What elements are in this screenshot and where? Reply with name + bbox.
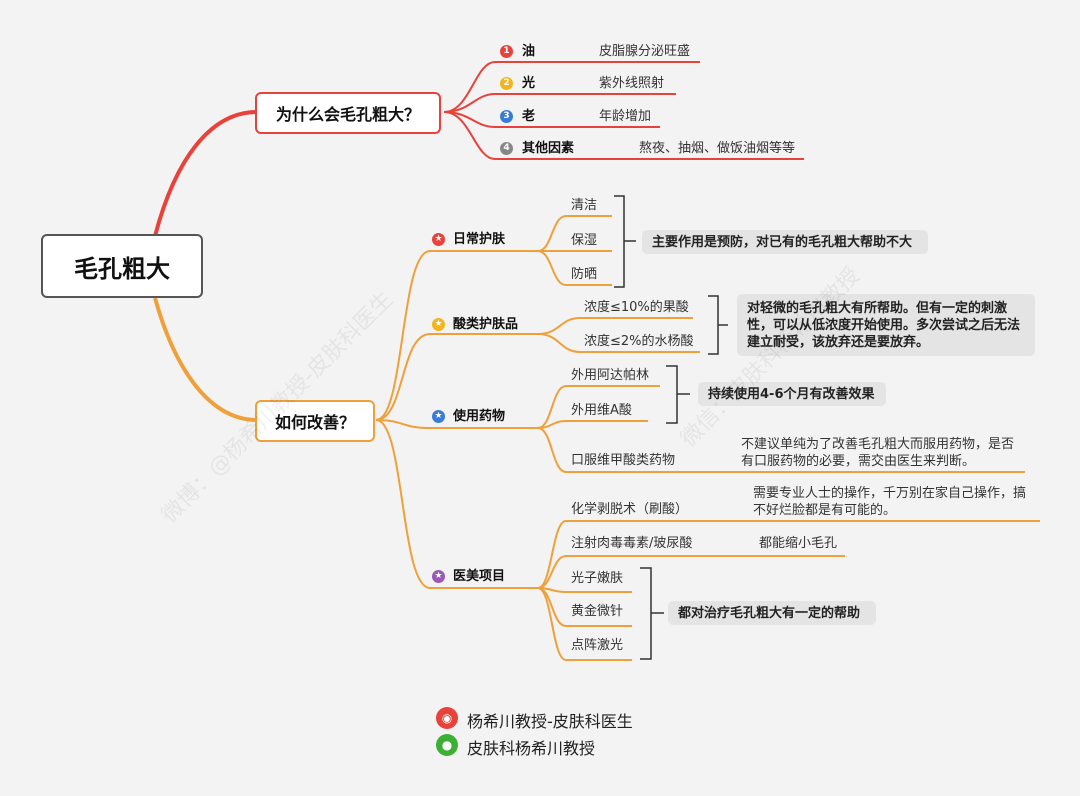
daily-note: 主要作用是预防，对已有的毛孔粗大帮助不大 bbox=[642, 230, 928, 254]
cosmetic-item-injection[interactable]: 注射肉毒毒素/玻尿酸 bbox=[571, 536, 693, 551]
cosmetic-item-fractional-laser[interactable]: 点阵激光 bbox=[571, 638, 624, 653]
drug-item-oral-retinoid[interactable]: 口服维甲酸类药物 bbox=[571, 453, 676, 468]
wechat-icon: ● bbox=[436, 734, 458, 756]
number-2-icon: 2 bbox=[500, 77, 513, 90]
why-item-age[interactable]: 老 bbox=[522, 109, 536, 124]
footer-wechat-account[interactable]: 皮肤科杨希川教授 bbox=[467, 739, 596, 758]
peel-note-line-2: 不好烂脸都是有可能的。 bbox=[753, 503, 897, 518]
drug-item-tretinoin[interactable]: 外用维A酸 bbox=[571, 403, 632, 418]
how-daily-care[interactable]: 日常护肤 bbox=[453, 232, 506, 247]
how-cosmetic-procedures[interactable]: 医美项目 bbox=[453, 569, 506, 584]
star-icon: ★ bbox=[432, 318, 445, 331]
why-item-other-desc: 熬夜、抽烟、做饭油烟等等 bbox=[639, 141, 796, 156]
root-topic[interactable]: 毛孔粗大 bbox=[41, 234, 203, 298]
peel-note-line-1: 需要专业人士的操作，千万别在家自己操作，搞 bbox=[753, 486, 1027, 501]
daily-item-sunscreen[interactable]: 防晒 bbox=[571, 267, 598, 282]
weibo-icon: ◉ bbox=[436, 707, 458, 729]
acid-note: 对轻微的毛孔粗大有所帮助。但有一定的刺激性，可以从低浓度开始使用。多次尝试之后无… bbox=[737, 294, 1035, 356]
daily-item-moisturize[interactable]: 保湿 bbox=[571, 233, 598, 248]
why-item-oil[interactable]: 油 bbox=[522, 44, 536, 59]
daily-item-cleanse[interactable]: 清洁 bbox=[571, 198, 598, 213]
topic-how[interactable]: 如何改善？ bbox=[255, 400, 375, 442]
number-4-icon: 4 bbox=[500, 142, 513, 155]
footer-weibo-account[interactable]: 杨希川教授-皮肤科医生 bbox=[467, 712, 633, 731]
number-3-icon: 3 bbox=[500, 110, 513, 123]
cosmetic-item-chemical-peel[interactable]: 化学剥脱术（刷酸） bbox=[571, 502, 689, 517]
drug-item-adapalene[interactable]: 外用阿达帕林 bbox=[571, 368, 650, 383]
star-icon: ★ bbox=[432, 410, 445, 423]
why-item-other[interactable]: 其他因素 bbox=[522, 141, 575, 156]
why-item-light-desc: 紫外线照射 bbox=[599, 76, 665, 91]
why-item-oil-desc: 皮脂腺分泌旺盛 bbox=[599, 44, 691, 59]
acid-item-fruit-acid[interactable]: 浓度≤10%的果酸 bbox=[584, 300, 689, 315]
cosmetic-note: 都对治疗毛孔粗大有一定的帮助 bbox=[668, 601, 876, 625]
how-medication[interactable]: 使用药物 bbox=[453, 409, 506, 424]
oral-note-line-2: 有口服药物的必要，需交由医生来判断。 bbox=[741, 454, 976, 469]
cosmetic-item-ipl[interactable]: 光子嫩肤 bbox=[571, 571, 624, 586]
star-icon: ★ bbox=[432, 570, 445, 583]
why-item-light[interactable]: 光 bbox=[522, 76, 536, 91]
acid-item-salicylic[interactable]: 浓度≤2%的水杨酸 bbox=[584, 334, 694, 349]
how-acid-products[interactable]: 酸类护肤品 bbox=[453, 317, 519, 332]
injection-note: 都能缩小毛孔 bbox=[759, 536, 838, 551]
number-1-icon: 1 bbox=[500, 45, 513, 58]
why-item-age-desc: 年龄增加 bbox=[599, 109, 652, 124]
drug-note: 持续使用4-6个月有改善效果 bbox=[698, 382, 886, 406]
oral-note-line-1: 不建议单纯为了改善毛孔粗大而服用药物，是否 bbox=[741, 437, 1015, 452]
star-icon: ★ bbox=[432, 233, 445, 246]
cosmetic-item-gold-microneedle[interactable]: 黄金微针 bbox=[571, 604, 624, 619]
topic-why[interactable]: 为什么会毛孔粗大？ bbox=[255, 92, 441, 134]
